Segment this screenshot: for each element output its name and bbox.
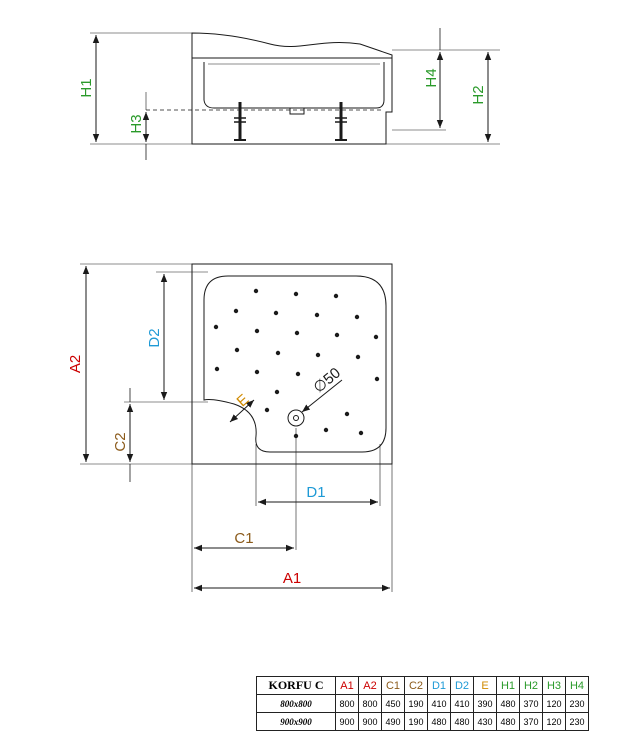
- label-c2: C2: [112, 432, 129, 451]
- col-a1: A1: [335, 676, 359, 695]
- cell: 450: [381, 694, 405, 713]
- e-dimension: [229, 399, 255, 423]
- spec-row: 900x900 900 900 490 190 480 480 430 480 …: [256, 712, 589, 731]
- cell: 480: [427, 712, 451, 731]
- row-size: 900x900: [256, 712, 336, 731]
- cell: 800: [358, 694, 382, 713]
- col-a2: A2: [358, 676, 382, 695]
- col-h3: H3: [542, 676, 566, 695]
- col-h4: H4: [565, 676, 589, 695]
- label-a1: A1: [283, 570, 301, 587]
- label-a2: A2: [67, 355, 84, 373]
- cell: 370: [519, 712, 543, 731]
- label-h3: H3: [128, 114, 145, 133]
- side-view: [90, 28, 500, 160]
- spec-row: 800x800 800 800 450 190 410 410 390 480 …: [256, 694, 589, 713]
- cell: 410: [450, 694, 474, 713]
- drain-outlet: [289, 108, 305, 115]
- spec-table: KORFU C A1 A2 C1 C2 D1 D2 E H1 H2 H3 H4 …: [256, 676, 589, 731]
- cell: 120: [542, 694, 566, 713]
- cell: 490: [381, 712, 405, 731]
- model-name: KORFU C: [256, 676, 336, 695]
- cell: 190: [404, 712, 428, 731]
- top-view: [80, 263, 393, 592]
- label-h4: H4: [423, 68, 440, 87]
- tray-outer: [191, 263, 393, 465]
- label-h1: H1: [78, 78, 95, 97]
- col-c2: C2: [404, 676, 428, 695]
- col-e: E: [473, 676, 497, 695]
- cell: 900: [335, 712, 359, 731]
- cell: 120: [542, 712, 566, 731]
- row-size: 800x800: [256, 694, 336, 713]
- drain-hole: [287, 409, 305, 427]
- col-d2: D2: [450, 676, 474, 695]
- cell: 480: [450, 712, 474, 731]
- cell: 230: [565, 694, 589, 713]
- cell: 480: [496, 712, 520, 731]
- cell: 430: [473, 712, 497, 731]
- label-d1: D1: [306, 484, 325, 501]
- tray-basin: [203, 62, 385, 109]
- cell: 480: [496, 694, 520, 713]
- spec-header-row: KORFU C A1 A2 C1 C2 D1 D2 E H1 H2 H3 H4: [256, 676, 589, 695]
- tray-inner-outline: [203, 275, 387, 453]
- label-d2: D2: [146, 328, 163, 347]
- right-leg: [335, 102, 347, 141]
- cell: 800: [335, 694, 359, 713]
- col-d1: D1: [427, 676, 451, 695]
- cell: 370: [519, 694, 543, 713]
- cell: 230: [565, 712, 589, 731]
- anti-slip-dots: [213, 288, 380, 439]
- label-h2: H2: [470, 85, 487, 104]
- diameter-leader: [301, 379, 343, 413]
- label-c1: C1: [234, 530, 253, 547]
- cell: 900: [358, 712, 382, 731]
- cell: 190: [404, 694, 428, 713]
- col-c1: C1: [381, 676, 405, 695]
- cell: 390: [473, 694, 497, 713]
- col-h1: H1: [496, 676, 520, 695]
- tray-body: [191, 32, 393, 145]
- label-e: E: [234, 391, 253, 410]
- left-leg: [234, 102, 246, 141]
- cell: 410: [427, 694, 451, 713]
- col-h2: H2: [519, 676, 543, 695]
